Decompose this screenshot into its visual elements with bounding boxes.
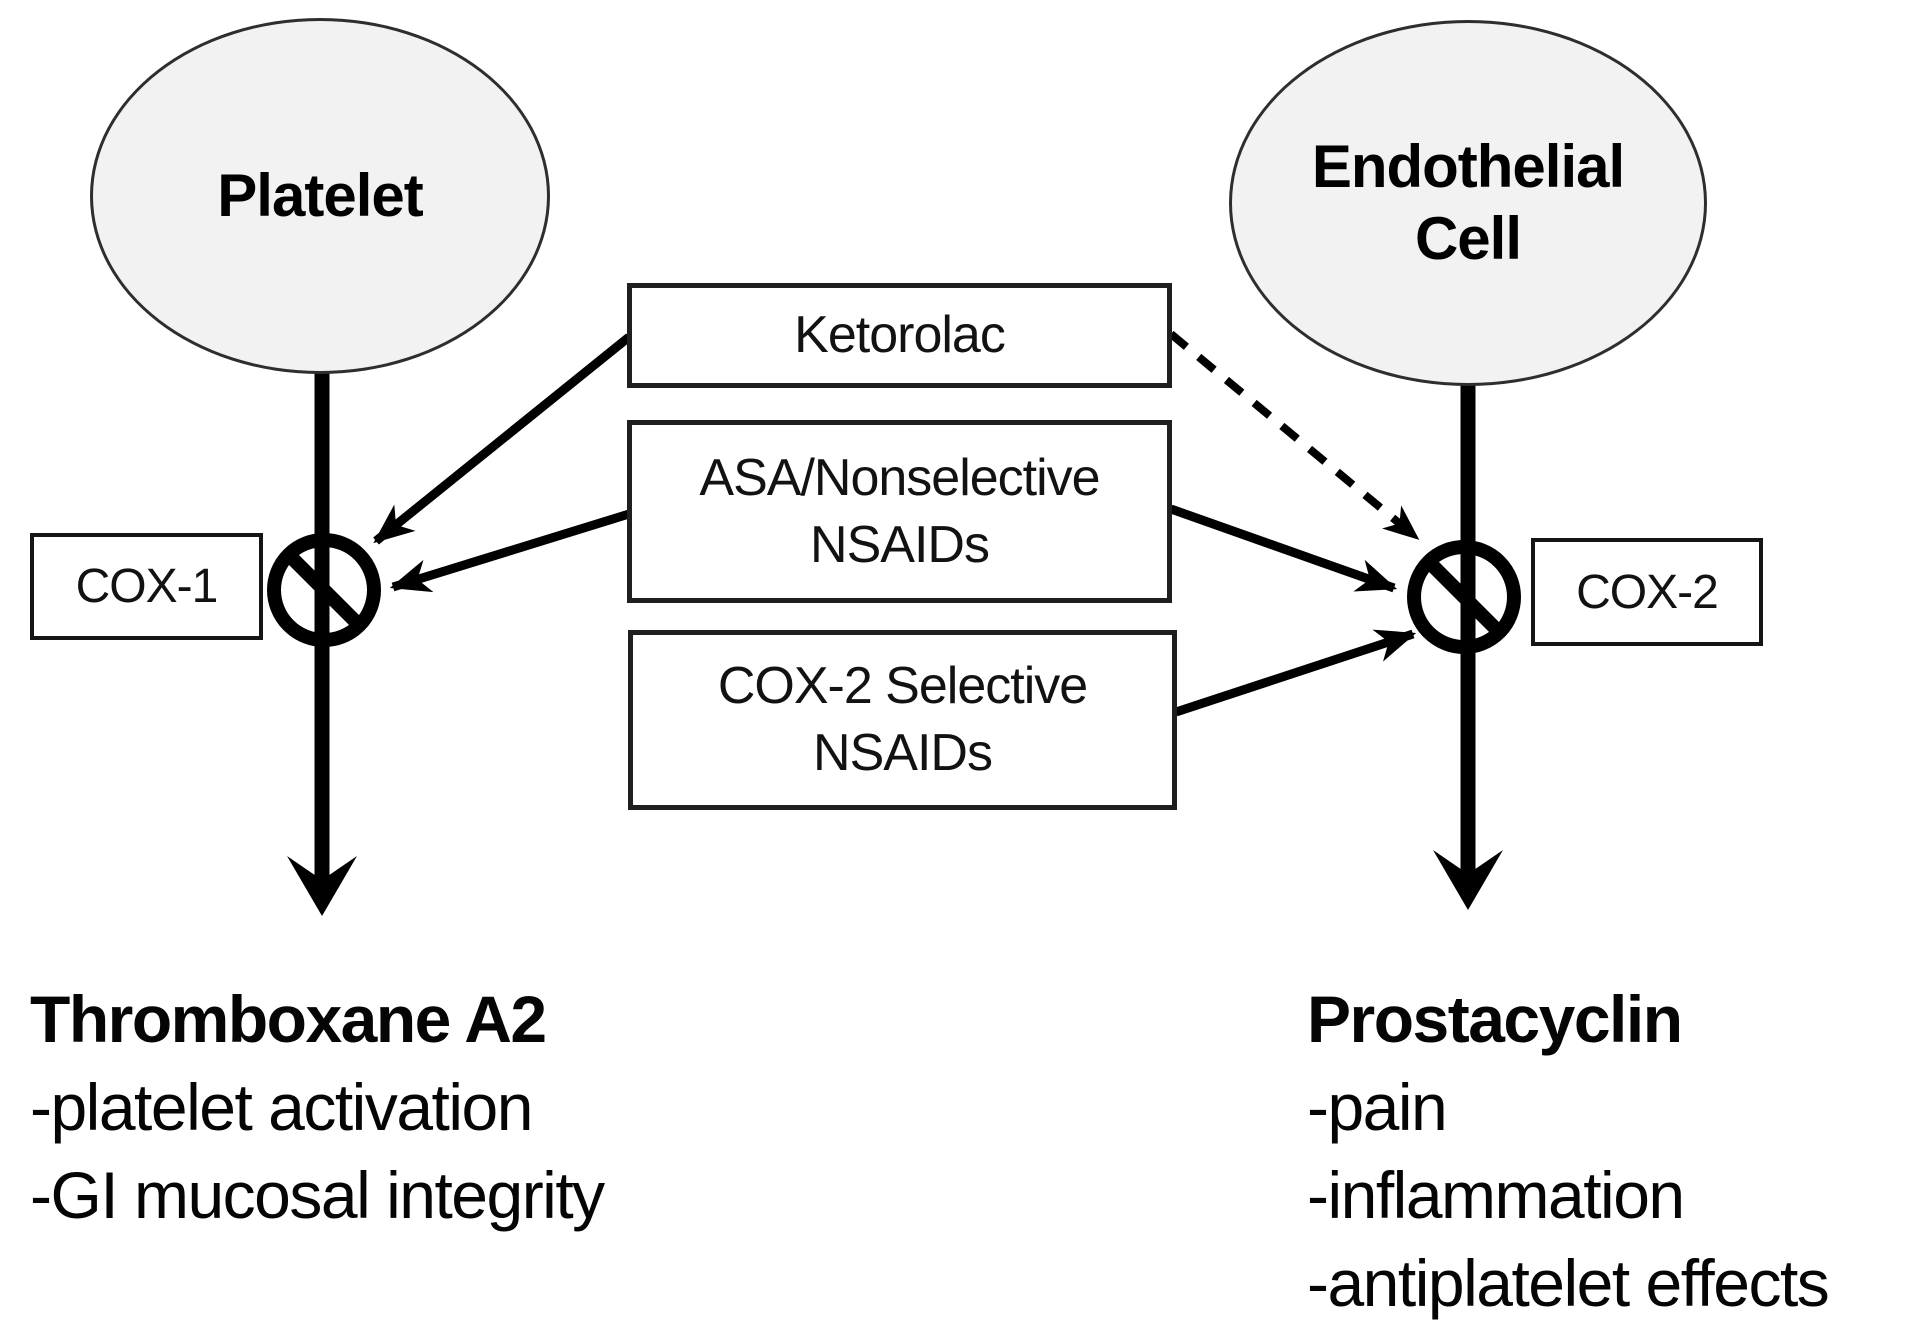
arrow-ketorolac-to-cox1 (373, 333, 632, 545)
arrow-asa-to-cox1 (389, 509, 631, 593)
enzyme-label-cox2: COX-2 (1576, 565, 1719, 619)
drug-box-cox2-selective-nsaids: COX-2 Selective NSAIDs (628, 630, 1177, 810)
drug-label-asa-nonselective-nsaids: ASA/Nonselective NSAIDs (699, 448, 1100, 574)
endothelial-cell-label: Endothelial Cell (1311, 133, 1625, 272)
endothelial-to-prostacyclin-arrow (1433, 378, 1503, 910)
drug-label-ketorolac: Ketorolac (794, 306, 1006, 365)
thromboxane-effects-block: Thromboxane A2 -platelet activation -GI … (30, 975, 605, 1239)
thromboxane-title: Thromboxane A2 (30, 982, 547, 1056)
no-symbol-icon-cox2 (1407, 540, 1521, 654)
enzyme-box-cox2: COX-2 (1531, 538, 1763, 646)
arrow-asa-to-cox2 (1169, 504, 1398, 593)
arrow-cox2selective-to-cox2 (1174, 629, 1417, 717)
drug-box-asa-nonselective-nsaids: ASA/Nonselective NSAIDs (627, 420, 1172, 603)
endothelial-cell-node: Endothelial Cell (1229, 20, 1707, 386)
thromboxane-effect-item: -platelet activation (30, 1070, 533, 1144)
prostacyclin-effect-item: -antiplatelet effects (1307, 1246, 1830, 1320)
drug-box-ketorolac: Ketorolac (627, 283, 1172, 388)
prostacyclin-effects-block: Prostacyclin -pain -inflammation -antipl… (1307, 975, 1830, 1327)
platelet-cell-label: Platelet (217, 162, 423, 229)
drug-label-cox2-selective-nsaids: COX-2 Selective NSAIDs (717, 657, 1088, 782)
platelet-cell-node: Platelet (90, 18, 550, 374)
arrow-ketorolac-to-cox2-dashed (1168, 330, 1420, 542)
no-symbol-icon-cox1 (267, 533, 381, 647)
prostacyclin-effect-item: -pain (1307, 1070, 1448, 1144)
prostacyclin-title: Prostacyclin (1307, 982, 1683, 1056)
enzyme-label-cox1: COX-1 (75, 560, 219, 613)
platelet-to-thromboxane-arrow (287, 370, 357, 916)
thromboxane-effect-item: -GI mucosal integrity (30, 1158, 605, 1232)
enzyme-box-cox1: COX-1 (30, 533, 263, 640)
prostacyclin-effect-item: -inflammation (1307, 1158, 1685, 1232)
